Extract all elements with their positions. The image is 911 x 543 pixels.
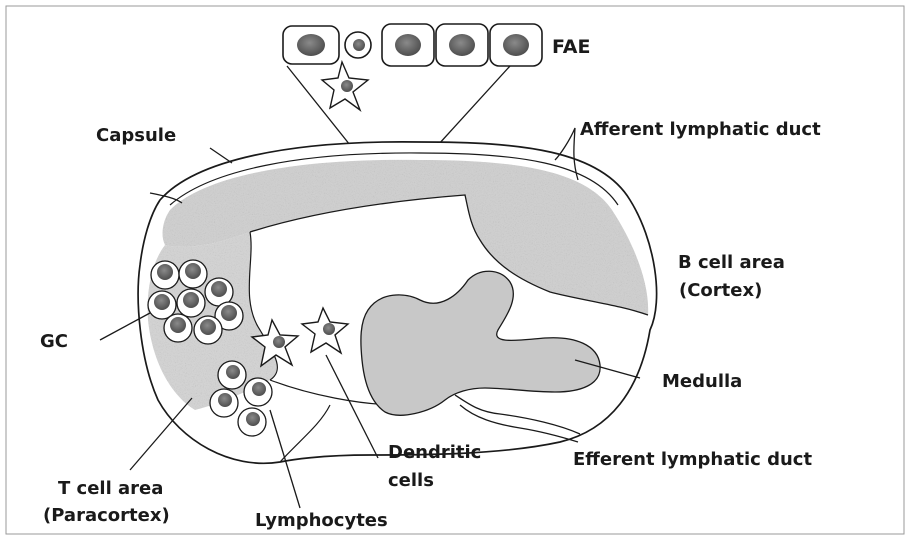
fae-dendritic-cell	[322, 62, 368, 110]
label-efferent-duct: Efferent lymphatic duct	[573, 449, 812, 470]
gc-cell	[151, 261, 179, 289]
lymphocyte	[244, 378, 272, 406]
label-capsule: Capsule	[96, 125, 176, 146]
cell-nucleus	[395, 34, 421, 56]
gc-cell	[177, 289, 205, 317]
label-medulla: Medulla	[662, 371, 742, 392]
gc-cell	[164, 314, 192, 342]
label-paracortex: (Paracortex)	[43, 505, 170, 526]
cell-nucleus	[503, 34, 529, 56]
label-b-cell-area: B cell area	[678, 252, 785, 273]
cell-nucleus	[449, 34, 475, 56]
lymphocyte	[238, 408, 266, 436]
fae-cells	[283, 24, 542, 66]
label-cells: cells	[388, 470, 434, 491]
leader-tcell	[130, 398, 192, 470]
label-dendritic: Dendritic	[388, 442, 481, 463]
cell-nucleus	[353, 39, 365, 51]
lymphocyte	[210, 389, 238, 417]
label-fae: FAE	[552, 36, 590, 58]
gc-cell	[179, 260, 207, 288]
label-afferent-duct: Afferent lymphatic duct	[580, 119, 821, 140]
label-gc: GC	[40, 331, 68, 352]
zoom-line	[438, 66, 510, 145]
gc-cell	[194, 316, 222, 344]
label-lymphocytes: Lymphocytes	[255, 510, 388, 531]
label-cortex: (Cortex)	[679, 280, 762, 301]
cell-nucleus	[297, 34, 325, 56]
lymphocyte	[218, 361, 246, 389]
leader-capsule	[210, 148, 232, 163]
label-t-cell-area: T cell area	[58, 478, 163, 499]
